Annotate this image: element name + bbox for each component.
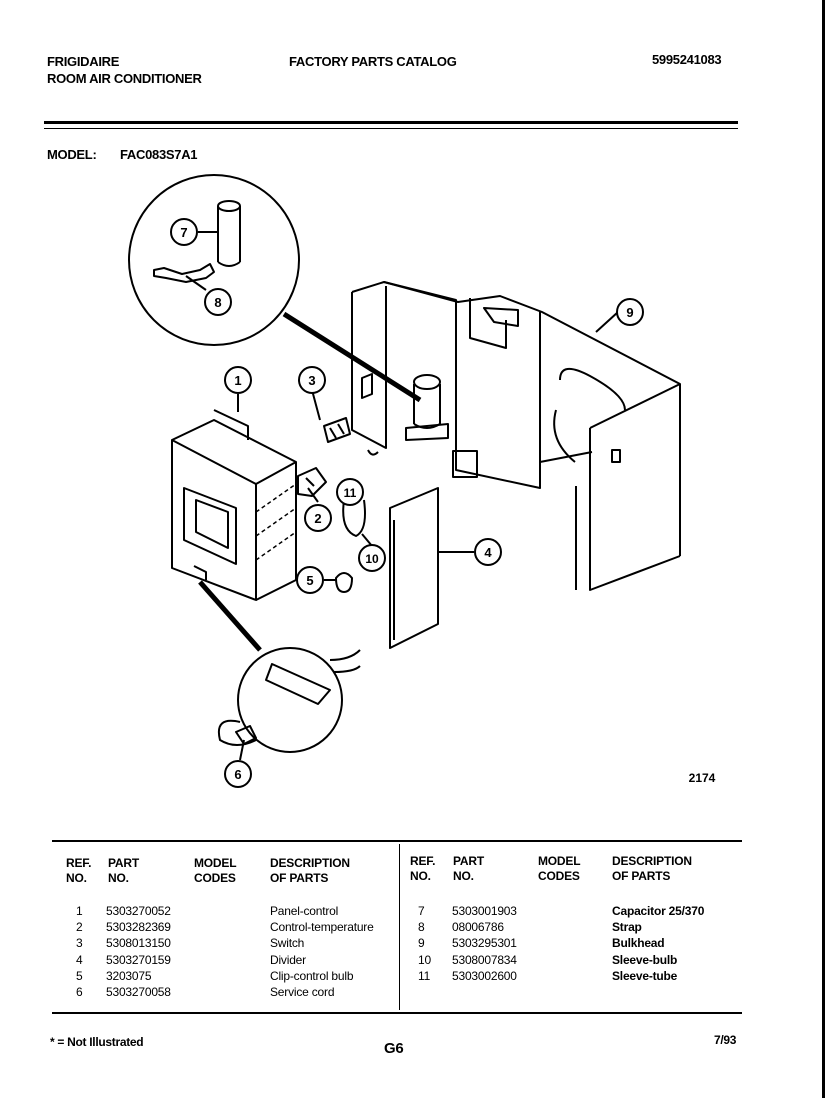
header-ref-right: REF.NO.: [410, 854, 436, 883]
table-divider: [399, 844, 400, 1010]
header-rule-thin: [44, 128, 738, 129]
model-label: MODEL:: [47, 147, 97, 162]
table-row-part: 5303270052: [106, 904, 171, 918]
right-part-column: 5303001903 08006786 5303295301 530800783…: [452, 903, 517, 984]
callout-label-4: 4: [484, 545, 492, 560]
detail-circle-capacitor: [128, 174, 300, 346]
switch-part: [323, 417, 351, 443]
table-row-ref: 11: [418, 968, 431, 983]
callout-7: [170, 218, 198, 246]
callout-label-3: 3: [308, 373, 315, 388]
left-desc-column: Panel-control Control-temperature Switch…: [270, 903, 374, 1000]
clip-part: [335, 572, 353, 593]
table-row-desc: Service cord: [270, 984, 335, 999]
bulkhead-part: [351, 281, 681, 591]
callout-label-6: 6: [234, 767, 241, 782]
callout-8: [204, 288, 232, 316]
callout-1: [224, 366, 252, 394]
table-row-ref: 4: [76, 952, 83, 967]
callout-4: [474, 538, 502, 566]
callout-label-7: 7: [180, 225, 187, 240]
table-rule-bottom: [52, 1012, 742, 1014]
table-row-part: 5303270159: [106, 952, 171, 967]
divider-part: [389, 487, 439, 649]
table-row-ref: 5: [76, 968, 83, 983]
table-row-desc: Control-temperature: [270, 920, 374, 935]
catalog-number: 5995241083: [652, 52, 722, 67]
footnote: * = Not Illustrated: [50, 1035, 144, 1049]
table-row-part: 3203075: [106, 968, 152, 983]
table-row-ref: 10: [418, 952, 431, 967]
page-border: [822, 0, 825, 1098]
control-temperature-part: [297, 467, 327, 497]
table-row-desc: Sleeve-bulb: [612, 952, 678, 967]
page-code: G6: [384, 1040, 404, 1057]
table-row-desc: Sleeve-tube: [612, 968, 678, 983]
exploded-parts-diagram: 7 8 1 3 2 11 10 4 5 9 6 2174: [128, 174, 716, 788]
table-row-part: 5303001903: [452, 904, 517, 918]
table-row-part: 5308007834: [452, 952, 517, 967]
table-row-ref: 1: [76, 904, 83, 918]
table-row-ref: 8: [418, 920, 425, 935]
right-ref-column: 7 8 9 10 11: [418, 903, 431, 984]
callout-label-1: 1: [234, 373, 241, 388]
header-ref: REF.NO.: [66, 856, 92, 885]
table-row-part: 5303282369: [106, 920, 171, 935]
capacitor-part: [405, 374, 449, 441]
table-row-ref: 7: [418, 904, 425, 918]
left-part-column: 5303270052 5303282369 5308013150 5303270…: [106, 903, 171, 1000]
table-row-desc: Capacitor 25/370: [612, 904, 705, 918]
callout-label-8: 8: [214, 295, 221, 310]
callout-label-11: 11: [344, 486, 357, 500]
callout-5: [296, 566, 324, 594]
leader-service-cord: [198, 580, 262, 652]
model-number: FAC083S7A1: [120, 147, 198, 162]
table-row-desc: Divider: [270, 952, 306, 967]
revision-date: 7/93: [714, 1033, 737, 1047]
table-row-part: 5303002600: [452, 968, 517, 983]
table-row-desc: Switch: [270, 936, 305, 951]
callout-label-5: 5: [306, 573, 313, 588]
detail-circle-service-cord: [218, 647, 361, 753]
callout-label-10: 10: [365, 552, 379, 566]
callout-9: [616, 298, 644, 326]
brand-name: FRIGIDAIRE: [47, 54, 120, 69]
header-rule: [44, 121, 738, 124]
table-row-ref: 6: [76, 984, 83, 999]
table-row-part: 5308013150: [106, 936, 171, 951]
table-row-part: 08006786: [452, 920, 504, 935]
callout-3: [298, 366, 326, 394]
control-panel-part: [171, 409, 297, 601]
callout-6: [224, 760, 252, 788]
table-row-ref: 3: [76, 936, 83, 951]
sleeve-tube-part: [342, 499, 366, 537]
table-rule-top: [52, 840, 742, 842]
callout-10: [358, 544, 386, 572]
callout-label-2: 2: [314, 511, 321, 526]
table-row-part: 5303270058: [106, 984, 171, 999]
table-row-desc: Panel-control: [270, 904, 339, 918]
callout-2: [304, 504, 332, 532]
left-ref-column: 1 2 3 4 5 6: [76, 903, 83, 1000]
right-desc-column: Capacitor 25/370 Strap Bulkhead Sleeve-b…: [612, 903, 704, 984]
callout-11: [336, 478, 364, 506]
callout-label-9: 9: [626, 305, 633, 320]
table-row-ref: 9: [418, 936, 425, 951]
figure-number: 2174: [689, 771, 716, 785]
table-row-desc: Strap: [612, 920, 642, 935]
table-row-desc: Bulkhead: [612, 936, 665, 951]
table-row-part: 5303295301: [452, 936, 517, 951]
table-row-ref: 2: [76, 920, 83, 935]
product-name: ROOM AIR CONDITIONER: [47, 71, 202, 86]
table-row-desc: Clip-control bulb: [270, 968, 354, 983]
catalog-title: FACTORY PARTS CATALOG: [289, 54, 457, 69]
